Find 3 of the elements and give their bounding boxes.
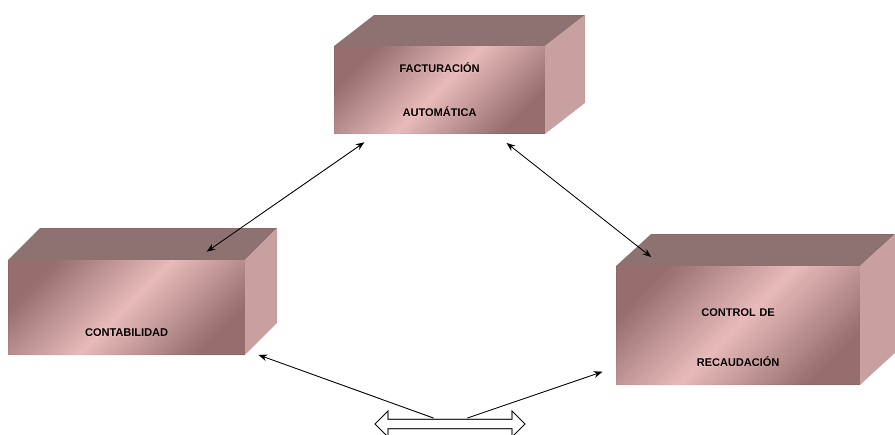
box: FACTURACIÓN AUTOMÁTICA <box>334 15 585 134</box>
box: CONTROL DE RECAUDACIÓN <box>616 234 895 385</box>
box: CONTABILIDAD <box>8 228 277 355</box>
